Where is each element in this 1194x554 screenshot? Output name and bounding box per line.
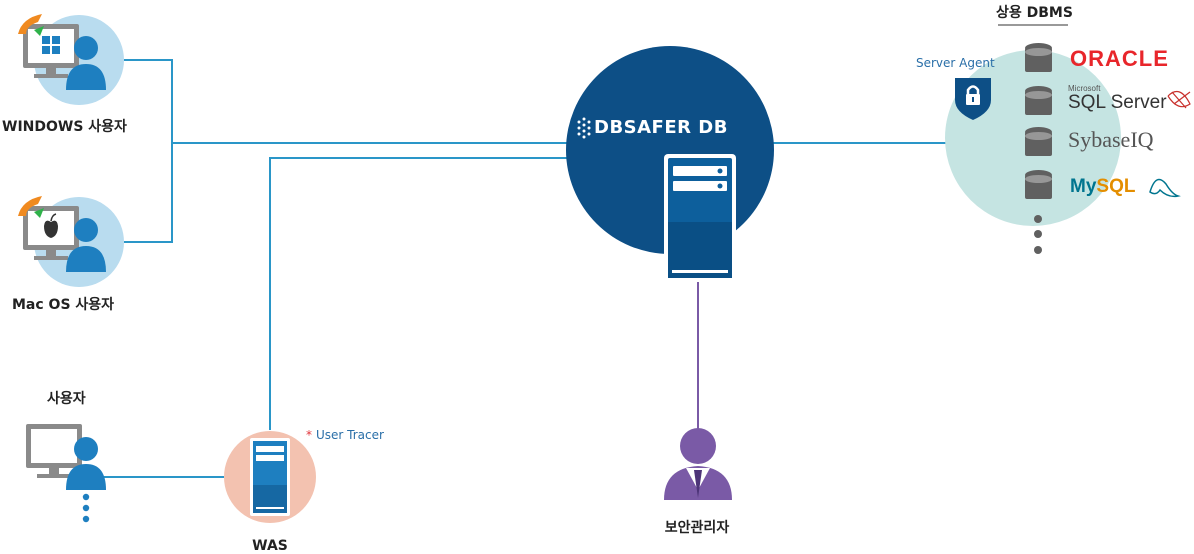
sqlserver-logo-icon: [1167, 90, 1191, 109]
person-icon: [66, 36, 106, 90]
sybase-label: SybaseIQ: [1068, 127, 1154, 152]
mysql-dolphin-icon: [1149, 178, 1181, 198]
admin-node: [664, 428, 732, 500]
mysql-label: MySQL: [1070, 176, 1135, 198]
user-tracer-label: * User Tracer: [306, 428, 384, 442]
user-node: [26, 424, 106, 523]
arrow-icon: [18, 14, 42, 34]
oracle-label: ORACLE: [1070, 46, 1169, 71]
sqlserver-microsoft-text: Microsoft: [1068, 84, 1101, 93]
tie-icon: [694, 470, 702, 498]
was-label: WAS: [252, 538, 288, 554]
shield-icon: [955, 78, 991, 120]
more-dots-icon: [82, 493, 90, 523]
mac-user-label: Mac OS 사용자: [12, 297, 115, 313]
sqlserver-label: Microsoft SQL Server: [1068, 85, 1167, 113]
was-to-dbsafer-line: [269, 157, 600, 430]
server-icon: [250, 438, 290, 516]
windows-logo-icon: [42, 36, 60, 54]
monitor-icon: [23, 24, 79, 78]
user-label: 사용자: [47, 391, 86, 407]
server-icon: [664, 154, 736, 282]
database-icon: [1025, 43, 1052, 199]
admin-label: 보안관리자: [664, 520, 730, 536]
person-icon: [680, 428, 716, 464]
mac-user-node: [18, 196, 124, 287]
person-icon: [66, 437, 106, 490]
server-agent-label: Server Agent: [916, 56, 995, 70]
apple-logo-icon: [44, 213, 58, 238]
arrow-head-icon: [34, 26, 44, 36]
arrow-head-icon: [34, 208, 44, 218]
sqlserver-name-text: SQL Server: [1068, 92, 1167, 113]
asterisk-icon: *: [306, 428, 312, 442]
person-icon: [66, 218, 106, 272]
mysql-my-text: My: [1070, 176, 1097, 197]
windows-user-label: WINDOWS 사용자: [2, 119, 127, 135]
arrow-icon: [18, 196, 42, 216]
connection-lines: [104, 59, 948, 478]
more-dots-icon: [1034, 215, 1042, 254]
dbms-title: 상용 DBMS: [996, 5, 1073, 21]
dbsafer-logo-icon: [577, 117, 591, 139]
user-tracer-text: User Tracer: [316, 428, 384, 442]
dbsafer-label: DBSAFER DB: [594, 117, 728, 138]
mysql-sql-text: SQL: [1096, 176, 1136, 197]
was-node: [224, 431, 316, 523]
windows-user-node: [18, 14, 124, 105]
client-bracket-line: [124, 59, 173, 243]
monitor-icon: [26, 424, 82, 478]
